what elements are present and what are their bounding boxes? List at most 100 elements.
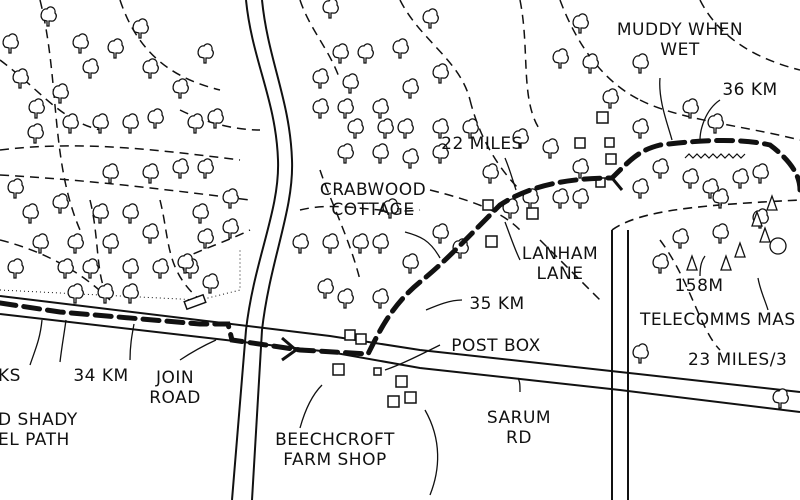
- tree-icon: [197, 228, 214, 249]
- tree-icon: [222, 218, 239, 239]
- label-lanham-line2: LANE: [536, 264, 584, 284]
- tree-icon: [187, 113, 204, 134]
- label-muddy-line2: WET: [660, 40, 700, 60]
- tree-icon: [572, 188, 589, 209]
- tree-icon: [82, 258, 99, 279]
- tree-icon: [52, 83, 69, 104]
- tree-icon: [712, 188, 729, 209]
- label-23-miles: 23 MILES/3: [688, 350, 788, 370]
- tree-icon: [772, 388, 789, 409]
- tree-icon: [28, 98, 45, 119]
- label-crabwood-line1: CRABWOOD: [319, 180, 427, 200]
- tree-icon: [462, 118, 479, 139]
- tree-icon: [177, 253, 194, 274]
- label-crabwood-cottage: CRABWOOD COTTAGE: [318, 180, 428, 220]
- tree-icon: [192, 203, 209, 224]
- tree-icon: [652, 253, 669, 274]
- tree-icon: [552, 188, 569, 209]
- tree-icon: [92, 203, 109, 224]
- tree-icon: [682, 98, 699, 119]
- label-lanham-lane: LANHAM LANE: [510, 244, 610, 284]
- tree-icon: [22, 203, 39, 224]
- dotted-boundary: [0, 250, 241, 301]
- tree-icon: [102, 163, 119, 184]
- tree-icon: [582, 53, 599, 74]
- label-shady-line2: EL PATH: [0, 430, 70, 450]
- tree-icon: [67, 283, 84, 304]
- label-shady-path: D SHADY EL PATH: [0, 410, 78, 450]
- fence-hatch: [684, 153, 746, 159]
- tree-icon: [142, 223, 159, 244]
- label-158m: 158M: [674, 276, 724, 296]
- tree-icon: [392, 38, 409, 59]
- tree-icon: [357, 43, 374, 64]
- label-join-line2: ROAD: [149, 388, 201, 408]
- tree-icon: [92, 113, 109, 134]
- mast-circle: [769, 237, 787, 255]
- tree-icon: [122, 283, 139, 304]
- label-muddy-when-wet: MUDDY WHEN WET: [600, 20, 760, 60]
- tree-icon: [32, 233, 49, 254]
- tree-icon: [172, 78, 189, 99]
- tree-icon: [712, 223, 729, 244]
- tree-icon: [52, 193, 69, 214]
- tree-icon: [12, 68, 29, 89]
- tree-icon: [482, 163, 499, 184]
- label-sarum-line1: SARUM: [486, 408, 552, 428]
- tree-icon: [202, 273, 219, 294]
- tree-icon: [707, 113, 724, 134]
- sarum-road-edge: [0, 313, 800, 413]
- route-arrow-west: [609, 166, 624, 191]
- tree-icon: [382, 198, 399, 219]
- tree-icon: [337, 98, 354, 119]
- tree-icon: [572, 13, 589, 34]
- tree-icon: [337, 288, 354, 309]
- tree-icon: [402, 148, 419, 169]
- tree-icon: [7, 178, 24, 199]
- tree-icon: [97, 283, 114, 304]
- tree-icon: [172, 158, 189, 179]
- tree-icon: [312, 68, 329, 89]
- tree-icon: [552, 48, 569, 69]
- tree-icon: [542, 138, 559, 159]
- tree-icon: [122, 203, 139, 224]
- tree-icon: [132, 18, 149, 39]
- tree-icon: [347, 118, 364, 139]
- tree-icon: [672, 228, 689, 249]
- leader-lines: [29, 77, 769, 496]
- tree-icon: [432, 223, 449, 244]
- tree-icon: [342, 73, 359, 94]
- tree-icon: [632, 118, 649, 139]
- tree-icon: [752, 163, 769, 184]
- tree-icon: [122, 258, 139, 279]
- tree-icon: [2, 33, 19, 54]
- label-crabwood-line2: COTTAGE: [331, 200, 415, 220]
- tree-icon: [82, 58, 99, 79]
- tree-icon: [222, 188, 239, 209]
- tree-symbols: [2, 0, 789, 409]
- label-36km: 36 KM: [722, 80, 778, 100]
- north-south-road-edge: [231, 0, 280, 500]
- tree-icon: [372, 233, 389, 254]
- label-35km: 35 KM: [469, 294, 525, 314]
- tree-icon: [40, 6, 57, 27]
- label-join-road: JOIN ROAD: [140, 368, 210, 408]
- tree-icon: [422, 8, 439, 29]
- tree-icon: [572, 158, 589, 179]
- label-22-miles: 22 MILES: [441, 134, 523, 154]
- tree-icon: [317, 278, 334, 299]
- tree-icon: [372, 98, 389, 119]
- tree-icon: [682, 168, 699, 189]
- label-sarum-line2: RD: [506, 428, 532, 448]
- tree-icon: [397, 118, 414, 139]
- label-muddy-line1: MUDDY WHEN: [616, 20, 744, 40]
- route-path: [0, 137, 800, 357]
- label-telecomms-mast: TELECOMMS MAS: [640, 310, 796, 330]
- tree-icon: [67, 233, 84, 254]
- tree-icon: [512, 128, 529, 149]
- label-sarum-rd: SARUM RD: [474, 408, 564, 448]
- tree-icon: [372, 288, 389, 309]
- tree-icon: [142, 163, 159, 184]
